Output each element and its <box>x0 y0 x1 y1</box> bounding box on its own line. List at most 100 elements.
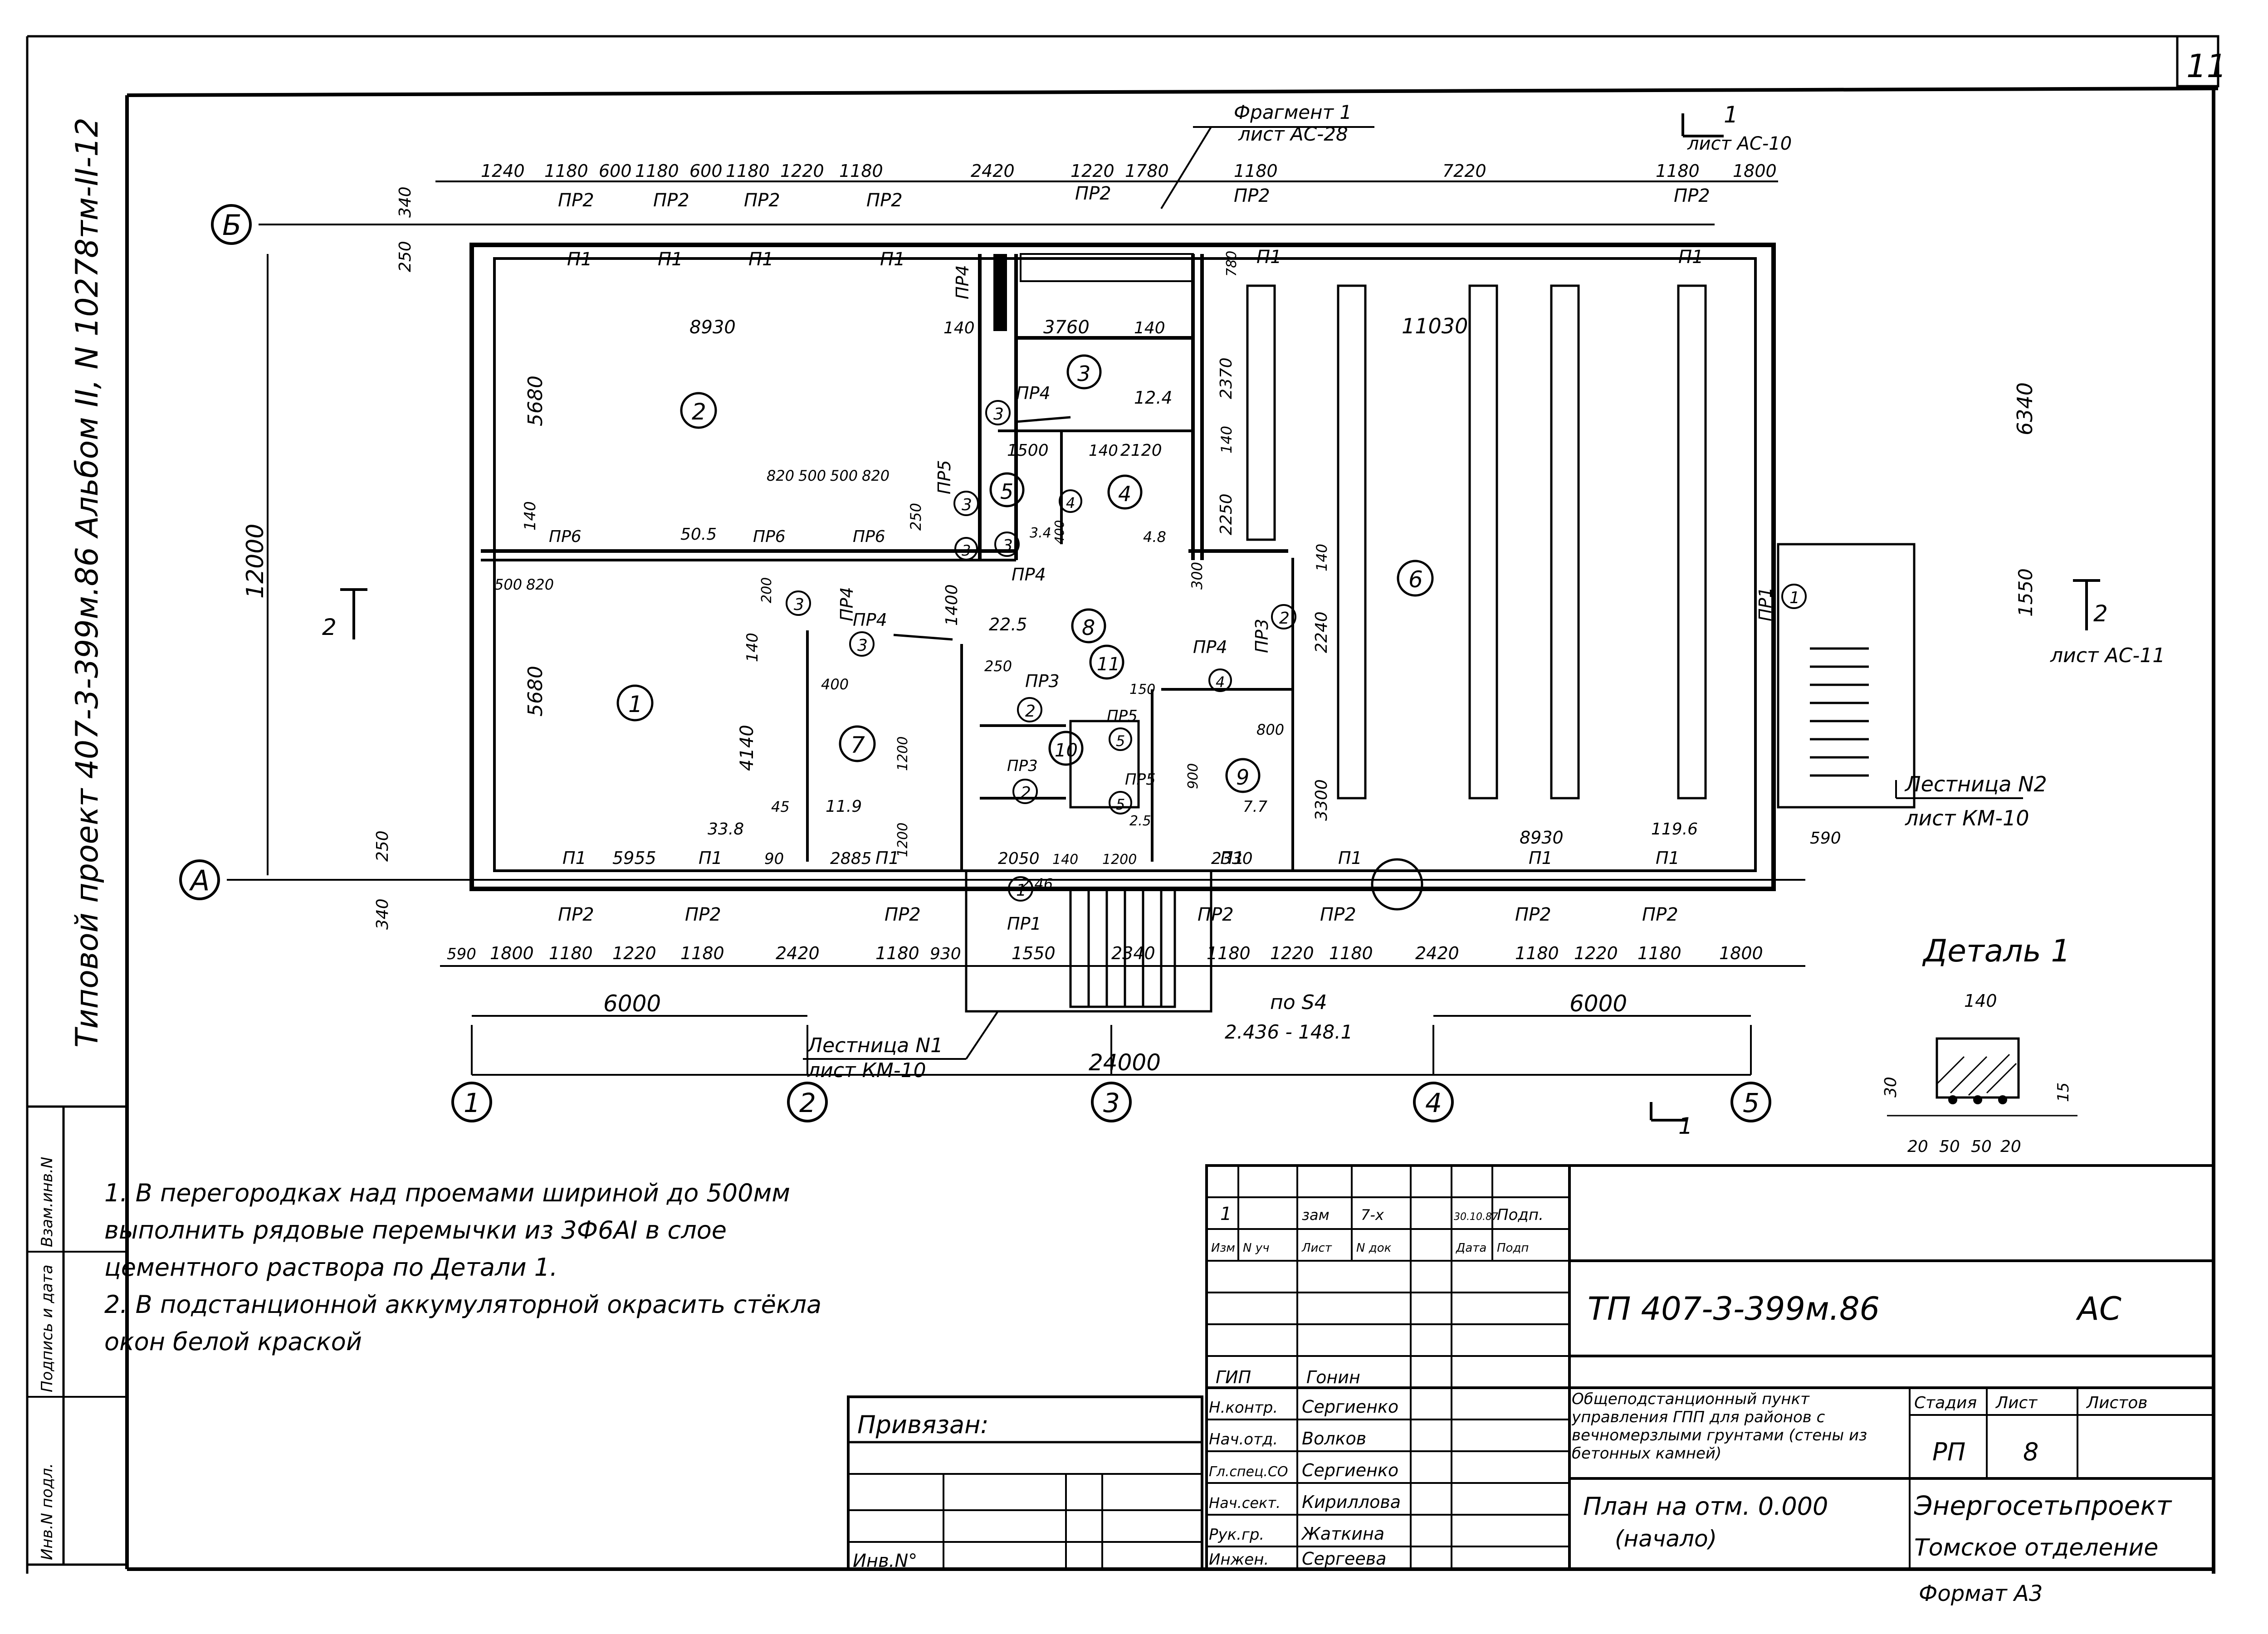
axis-col-1: 1 <box>451 1082 492 1122</box>
interior-dim: 4.8 <box>1143 528 1166 546</box>
axis-label-1: 1 <box>464 1088 480 1118</box>
stair-2-sheet: лист КМ-10 <box>1905 806 2029 830</box>
lintel-label: П1 <box>748 249 774 270</box>
interior-dim: 7.7 <box>1243 798 1267 816</box>
interior-dim: 400 <box>1052 520 1067 544</box>
room-number: 6 <box>1408 566 1423 593</box>
interior-dim: 5680 <box>524 376 547 426</box>
dim-bay-right: 6000 <box>1569 990 1627 1017</box>
interior-dim: 4140 <box>737 725 758 771</box>
top-dimension-chain: 1240 1180 600 1180 600 1180 1220 1180 24… <box>396 161 1777 272</box>
axis-label-B: Б <box>222 209 242 242</box>
section-1-bottom-label: 1 <box>1678 1113 1693 1139</box>
interior-dim: 500 <box>494 576 522 593</box>
room-number: 5 <box>1000 479 1013 504</box>
bottom-dim: 1550 <box>1012 943 1056 963</box>
interior-dim: 2330 <box>1211 849 1253 868</box>
interior-dim: 1200 <box>895 823 911 857</box>
staff-role: Гл.спец.СО <box>1209 1464 1288 1480</box>
door-number: 3 <box>962 542 971 559</box>
room-number: 10 <box>1055 740 1078 761</box>
detail-dim: 15 <box>2054 1083 2072 1102</box>
rev-sign: Подп. <box>1497 1206 1544 1224</box>
staff-name: Кириллова <box>1302 1492 1401 1512</box>
interior-dim: 45 <box>771 798 790 815</box>
lintel-label: П1 <box>567 249 592 270</box>
interior-dim: 3300 <box>1312 779 1331 821</box>
lintel-label: ПР3 <box>1007 757 1038 775</box>
top-dim: 600 <box>599 161 632 181</box>
detail-dim: 20 <box>1907 1137 1928 1156</box>
interior-dim: 300 <box>1188 562 1206 590</box>
interior-dim: 119.6 <box>1651 820 1698 839</box>
top-dim: 1220 <box>780 161 824 181</box>
rev-type: зам <box>1302 1206 1330 1224</box>
bottom-dim: 2420 <box>1415 943 1459 963</box>
staff-name: Гонин <box>1306 1367 1360 1387</box>
top-dim: 1180 <box>1234 161 1278 181</box>
lintel-label: П1 <box>1678 247 1704 268</box>
rev-hdr: N уч <box>1243 1241 1269 1255</box>
interior-dim: 2250 <box>1217 493 1236 535</box>
lintel-label: ПР2 <box>1075 183 1111 204</box>
axis-label-3: 3 <box>1103 1088 1120 1118</box>
bottom-dim: 1180 <box>1637 943 1681 963</box>
interior-dim: 11.9 <box>826 797 862 816</box>
sb-ref: по S4 <box>1270 991 1327 1014</box>
axis-col-3: 3 <box>1091 1082 1132 1122</box>
bottom-dim: 2340 <box>1111 943 1155 963</box>
axis-label-5: 5 <box>1743 1088 1760 1118</box>
project-code: ТП 407-3-399м.86 <box>1588 1290 1880 1327</box>
door-number: 3 <box>794 595 804 614</box>
staff-name: Сергиенко <box>1302 1460 1398 1480</box>
interior-dim: 33.8 <box>708 820 744 839</box>
interior-dim: 250 <box>984 658 1012 675</box>
interior-dim: 11030 <box>1402 314 1468 338</box>
interior-dimensions: 8930 3760 140 140 11030 5680 5680 4140 1… <box>494 251 1841 893</box>
interior-dim: 1200 <box>1102 852 1137 868</box>
interior-dim: 250 <box>907 503 924 531</box>
interior-dim: 820 <box>767 467 794 484</box>
lintel-label: П1 <box>562 848 587 868</box>
lintel-label: П1 <box>1220 848 1244 868</box>
axis-label-4: 4 <box>1425 1088 1442 1118</box>
lintel-label: П1 <box>699 848 723 868</box>
strip-sign-date: Подпись и дата <box>38 1264 56 1392</box>
note-1: 1. В перегородках над проемами шириной д… <box>104 1179 790 1282</box>
door-number: 5 <box>1116 732 1125 750</box>
stair-1 <box>965 869 1212 1013</box>
interior-dim: 2120 <box>1120 441 1162 460</box>
lintel-label: ПР2 <box>866 190 903 211</box>
rev-hdr: Дата <box>1456 1241 1486 1255</box>
section-2-label: 2 <box>2093 600 2108 627</box>
bottom-dim: 1180 <box>549 943 593 963</box>
privyazan-label: Привязан: <box>857 1410 989 1439</box>
bottom-dim: 1180 <box>1207 943 1251 963</box>
interior-dim: 1200 <box>895 737 911 771</box>
stair-1-sheet: лист КМ-10 <box>807 1059 926 1082</box>
detail-dim: 50 <box>1939 1137 1960 1156</box>
lintel-label: ПР2 <box>1198 904 1234 925</box>
room-number: 2 <box>692 399 706 425</box>
interior-dim: 140 <box>1089 442 1118 460</box>
top-dim: 2420 <box>971 161 1015 181</box>
axis-row-B: Б <box>211 204 252 245</box>
interior-dim: 140 <box>1052 852 1078 868</box>
lintel-label: ПР4 <box>1193 637 1227 657</box>
lintel-label: ПР4 <box>1016 383 1051 403</box>
interior-dim: 2240 <box>1312 611 1331 653</box>
lintel-label: ПР2 <box>1320 904 1356 925</box>
door-number: 2 <box>1025 702 1036 721</box>
sheets-header: Листов <box>2086 1394 2147 1412</box>
staff-name: Волков <box>1302 1429 1366 1449</box>
detail-dim: 30 <box>1882 1077 1900 1097</box>
dim-right-upper: 6340 <box>2013 382 2037 435</box>
interior-dim: 590 <box>1810 829 1841 848</box>
top-dim: 7220 <box>1442 161 1486 181</box>
dim-width-24000: 24000 <box>1089 1049 1161 1076</box>
detail-dim: 20 <box>2000 1137 2021 1156</box>
staff-role: Н.контр. <box>1209 1399 1278 1417</box>
interior-dim: 140 <box>943 319 975 337</box>
detail-title: Деталь 1 <box>1922 933 2071 969</box>
left-stamp-strip <box>26 1105 128 1566</box>
